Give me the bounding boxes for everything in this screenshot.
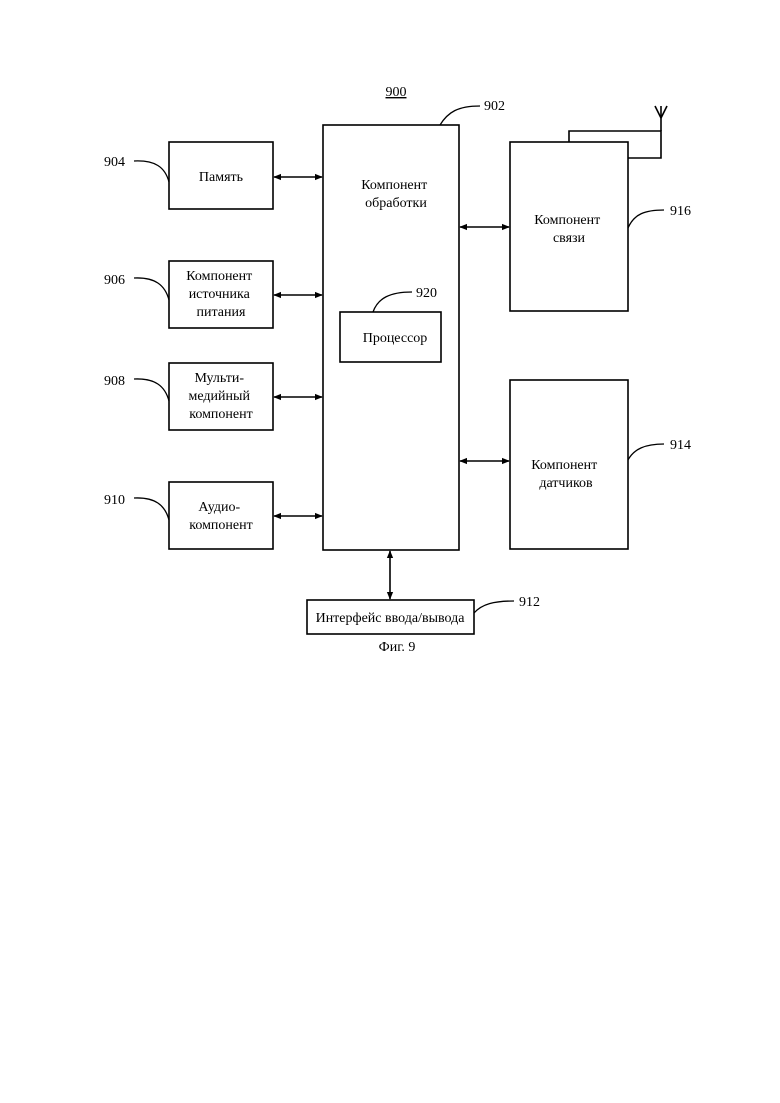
io-interface-label: Интерфейс ввода/вывода: [316, 611, 466, 626]
figure-caption: Фиг. 9: [379, 640, 416, 655]
power-component-label: Компонент источника питания: [186, 269, 256, 320]
processor-label: Процессор: [363, 331, 428, 346]
ref-914: 914: [670, 438, 691, 453]
leader-912: [474, 601, 514, 613]
audio-component-box: [169, 482, 273, 549]
leader-914: [628, 444, 664, 460]
leader-910: [134, 498, 169, 520]
leader-908: [134, 379, 169, 401]
multimedia-component-label: Мульти- медийный компонент: [189, 371, 254, 422]
ref-904: 904: [104, 155, 125, 170]
ref-910: 910: [104, 493, 125, 508]
leader-904: [134, 161, 169, 182]
ref-916: 916: [670, 204, 691, 219]
ref-912: 912: [519, 595, 540, 610]
leader-916: [628, 210, 664, 228]
ref-906: 906: [104, 273, 125, 288]
ref-908: 908: [104, 374, 125, 389]
ref-902: 902: [484, 99, 505, 114]
memory-label: Память: [199, 170, 243, 185]
leader-906: [134, 278, 169, 300]
leader-902: [440, 106, 480, 125]
ref-920: 920: [416, 286, 437, 301]
figure-number: 900: [386, 85, 407, 100]
